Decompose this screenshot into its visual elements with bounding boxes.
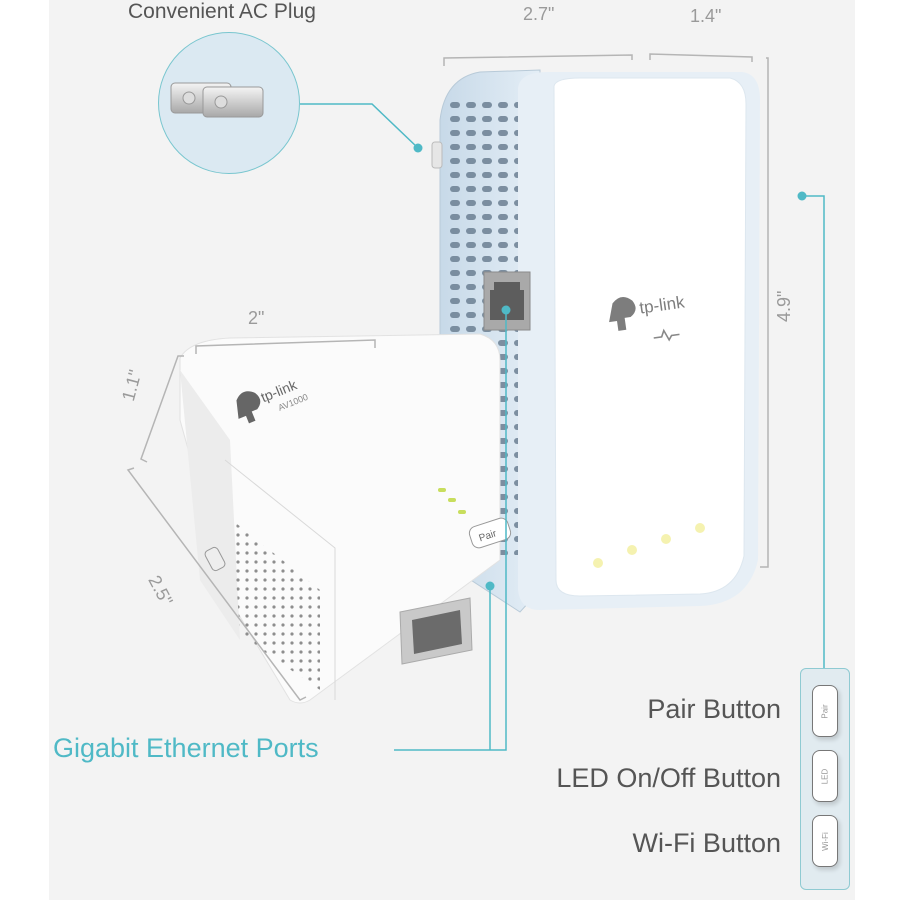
led-button-callout: LED On/Off Button [556,763,781,793]
led-button-label: LED [820,768,830,784]
dimension-large-width: 2.7" [523,4,555,24]
dimension-large-depth: 1.4" [690,6,722,26]
led-button[interactable]: LED [812,750,838,802]
ac-plug-label: Convenient AC Plug [128,0,316,23]
wifi-button[interactable]: Wi-Fi [812,815,838,867]
dimension-small-width: 2" [248,308,265,328]
pair-button-callout: Pair Button [647,694,781,724]
ac-plug-magnifier [158,32,300,174]
pair-button[interactable]: Pair [812,685,838,737]
wifi-button-label: Wi-Fi [820,831,830,851]
dimension-large-height: 4.9" [774,290,794,322]
ethernet-ports-callout: Gigabit Ethernet Ports [53,733,319,763]
plug-prongs-icon [170,82,264,118]
wifi-button-callout: Wi-Fi Button [632,828,781,858]
pair-button-label: Pair [820,703,830,719]
